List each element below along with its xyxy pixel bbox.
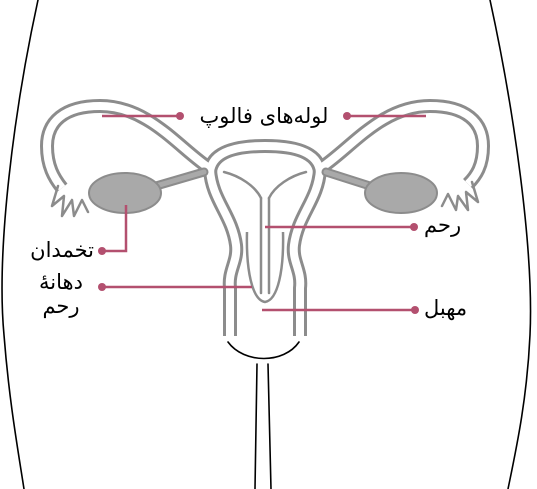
- label-fallopian-tubes: لوله‌های فالوپ: [184, 103, 344, 129]
- label-cervix-line-2: رحم: [26, 294, 96, 318]
- cervix-shape: [247, 232, 283, 302]
- leg-line-right: [268, 364, 271, 489]
- pubic-curve: [228, 342, 299, 359]
- leader-dot-fallopian-left: [176, 112, 184, 120]
- leader-dot-uterus: [410, 223, 418, 231]
- leader-dot-vagina: [411, 306, 419, 314]
- leg-line-left: [255, 364, 257, 489]
- uterine-cavity-right: [269, 172, 306, 198]
- left-fimbriae: [52, 186, 88, 216]
- body-outline-right: [490, 0, 531, 489]
- leader-dot-fallopian-right: [343, 112, 351, 120]
- right-fimbriae: [442, 182, 478, 210]
- right-ovary: [365, 173, 437, 213]
- label-vagina: مهبل: [424, 295, 514, 321]
- uterine-cavity-left: [224, 172, 261, 198]
- label-cervix: دهانهٔ رحم: [26, 270, 96, 318]
- label-uterus: رحم: [424, 212, 514, 238]
- right-ovarian-ligament-fill: [326, 172, 370, 186]
- label-cervix-line-1: دهانهٔ: [26, 270, 96, 294]
- leader-dot-ovary: [98, 247, 106, 255]
- label-ovary: تخمدان: [4, 237, 94, 263]
- left-ovarian-ligament-fill: [156, 172, 204, 186]
- leader-dot-cervix: [98, 283, 106, 291]
